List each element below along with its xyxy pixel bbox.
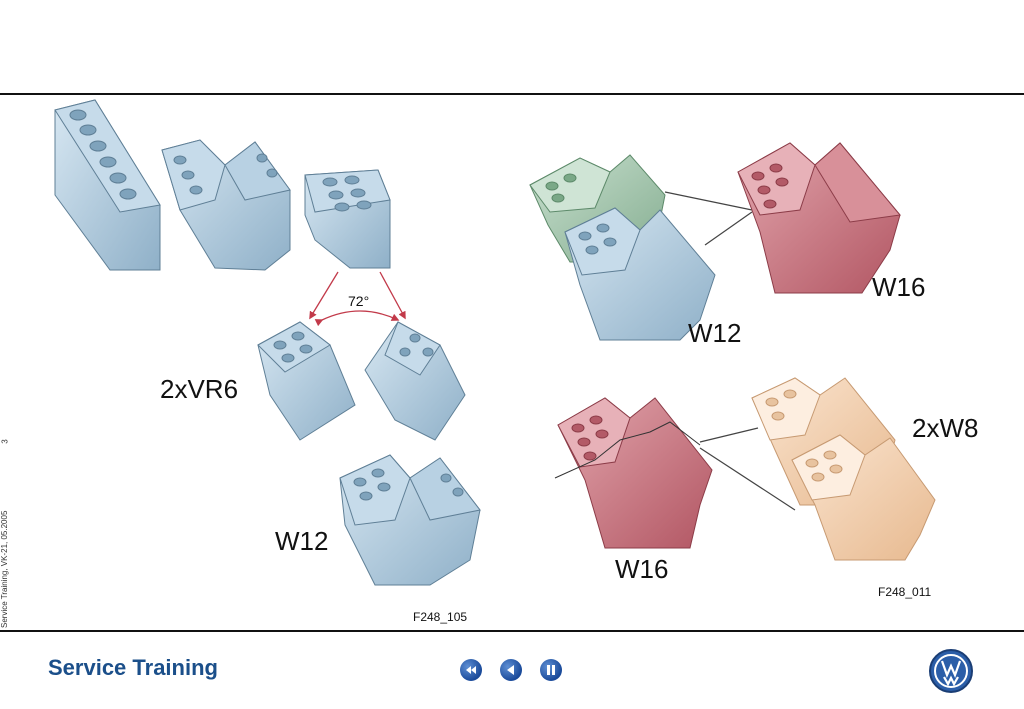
figure-id-left: F248_105 [413,610,467,624]
inline-block [54,99,161,271]
top-rule [0,93,1024,95]
w16-block-bottom [554,397,713,549]
brand-title: Service Training [48,655,218,680]
bottom-rule [0,630,1024,632]
w16-block-top [737,142,901,294]
w12-blue-block [564,207,716,341]
vw-logo [929,649,973,693]
vr6-block [161,139,291,271]
split-arrows [309,271,406,327]
previous-icon [507,665,514,675]
first-page-icon [466,666,476,674]
pause-button[interactable] [540,659,562,681]
previous-button[interactable] [500,659,522,681]
w8-label: 2xW8 [912,413,978,443]
engine-block-figure: 72° 2xVR6 W12 F248_105 [54,99,978,624]
w12-label-right: W12 [688,318,741,348]
w8-block-front [791,434,936,561]
vr6-half-left [257,321,356,441]
first-page-button[interactable] [460,659,482,681]
w12-block-left [339,454,481,586]
w16-label-bottom: W16 [615,554,668,584]
pause-icon [547,665,555,675]
angle-label: 72° [348,293,369,309]
vr6-narrow-block [304,169,391,269]
vr6-label: 2xVR6 [160,374,238,404]
vr6-half-right [364,321,466,441]
figure-id-right: F248_011 [878,585,931,599]
w12-label-left: W12 [275,526,328,556]
w12-connector-lines [664,191,753,246]
w16-label-top: W16 [872,272,925,302]
w8-connector-lines [699,427,796,511]
